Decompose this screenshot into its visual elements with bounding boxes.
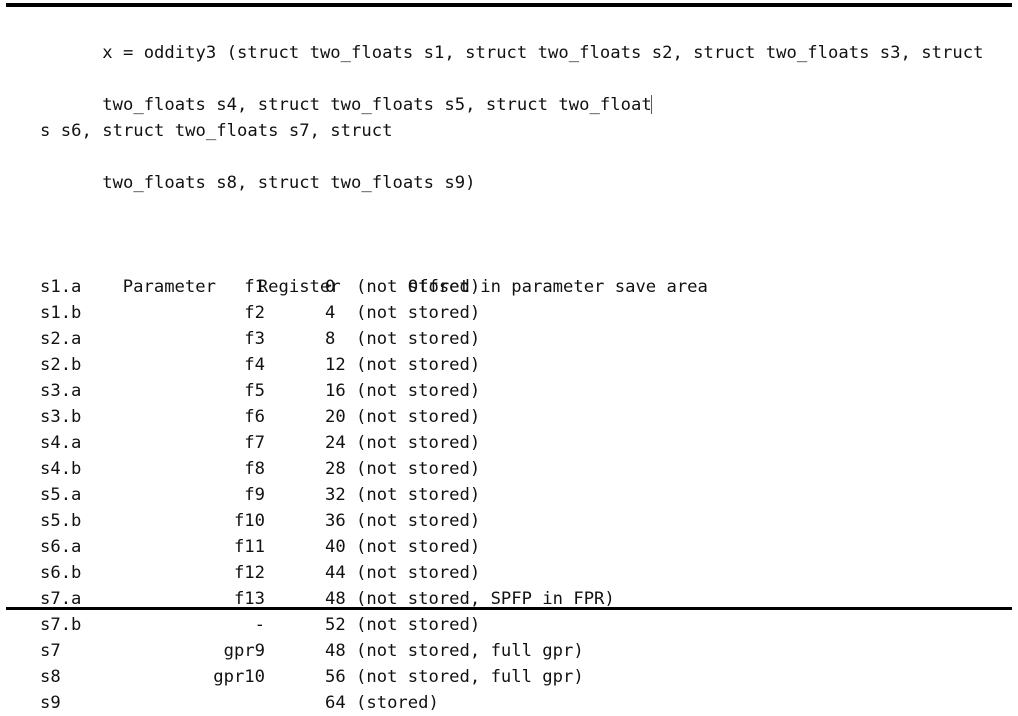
signature-line-2b: s s6, struct two_floats s7, struct xyxy=(40,121,393,141)
cell-register: f7 xyxy=(244,433,265,453)
header-register: Register xyxy=(257,277,341,297)
cell-register: f1 xyxy=(244,277,265,297)
cell-register: f9 xyxy=(244,485,265,505)
cell-parameter: s6.a xyxy=(40,537,82,557)
text-caret xyxy=(650,95,652,114)
table-row: s2.a f3 8 (not stored) xyxy=(40,326,990,352)
table-row: s7.a f13 48 (not stored, SPFP in FPR) xyxy=(40,586,990,612)
table-row: s4.a f7 24 (not stored) xyxy=(40,430,990,456)
listing-content: x = oddity3 (struct two_floats s1, struc… xyxy=(40,14,990,716)
function-signature: x = oddity3 (struct two_floats s1, struc… xyxy=(40,14,990,222)
cell-parameter: s5.a xyxy=(40,485,82,505)
table-row: s5.b f10 36 (not stored) xyxy=(40,508,990,534)
signature-line-3: two_floats s8, struct two_floats s9) xyxy=(102,173,476,193)
code-listing-figure: x = oddity3 (struct two_floats s1, struc… xyxy=(6,3,1012,713)
table-row: s4.b f8 28 (not stored) xyxy=(40,456,990,482)
table-row: s6.a f11 40 (not stored) xyxy=(40,534,990,560)
cell-offset: 56 (not stored, full gpr) xyxy=(325,667,584,687)
cell-offset: 48 (not stored, full gpr) xyxy=(325,641,584,661)
table-row: s7.b - 52 (not stored) xyxy=(40,612,990,638)
signature-line-2a: two_floats s4, struct two_floats s5, str… xyxy=(102,95,652,115)
header-parameter: Parameter xyxy=(122,277,216,297)
cell-parameter: s8 xyxy=(40,667,61,687)
table-row: s1.b f2 4 (not stored) xyxy=(40,300,990,326)
cell-offset: 0 (not stored) xyxy=(325,277,481,297)
table-header-row: Parameter Register Offset in parameter sav… xyxy=(40,248,990,297)
cell-register: f6 xyxy=(244,407,265,427)
cell-parameter: s1.a xyxy=(40,277,82,297)
table-row: s3.a f5 16 (not stored) xyxy=(40,378,990,404)
signature-line-1: x = oddity3 (struct two_floats s1, struc… xyxy=(102,43,984,63)
cell-parameter: s6.b xyxy=(40,563,82,583)
cell-offset: 36 (not stored) xyxy=(325,511,481,531)
cell-parameter: s7 xyxy=(40,641,61,661)
bottom-horizontal-rule xyxy=(6,607,1012,610)
cell-register: f13 xyxy=(233,589,265,609)
cell-register: f3 xyxy=(244,329,265,349)
cell-register: f11 xyxy=(233,537,265,557)
cell-offset: 12 (not stored) xyxy=(325,355,481,375)
cell-parameter: s7.b xyxy=(40,615,82,635)
cell-register: gpr9 xyxy=(223,641,265,661)
cell-register: f10 xyxy=(233,511,265,531)
cell-parameter: s3.a xyxy=(40,381,82,401)
cell-parameter: s9 xyxy=(40,693,61,713)
cell-register: gpr10 xyxy=(213,667,265,687)
cell-parameter: s1.b xyxy=(40,303,82,323)
cell-offset: 16 (not stored) xyxy=(325,381,481,401)
cell-parameter: s4.b xyxy=(40,459,82,479)
cell-parameter: s7.a xyxy=(40,589,82,609)
cell-register: - xyxy=(254,615,265,635)
table-row: s2.b f4 12 (not stored) xyxy=(40,352,990,378)
table-row: s9 64 (stored) xyxy=(40,690,990,716)
cell-offset: 64 (stored) xyxy=(325,693,439,713)
cell-parameter: s4.a xyxy=(40,433,82,453)
parameter-register-table: Parameter Register Offset in parameter sav… xyxy=(40,248,990,716)
cell-offset: 20 (not stored) xyxy=(325,407,481,427)
table-row: s7 gpr9 48 (not stored, full gpr) xyxy=(40,638,990,664)
cell-parameter: s3.b xyxy=(40,407,82,427)
cell-register: f5 xyxy=(244,381,265,401)
top-horizontal-rule xyxy=(6,3,1012,7)
table-row: s3.b f6 20 (not stored) xyxy=(40,404,990,430)
cell-offset: 4 (not stored) xyxy=(325,303,481,323)
cell-parameter: s2.a xyxy=(40,329,82,349)
cell-offset: 8 (not stored) xyxy=(325,329,481,349)
cell-register: f12 xyxy=(233,563,265,583)
cell-offset: 24 (not stored) xyxy=(325,433,481,453)
blank-line-spacer xyxy=(40,222,990,248)
cell-offset: 48 (not stored, SPFP in FPR) xyxy=(325,589,615,609)
cell-offset: 52 (not stored) xyxy=(325,615,481,635)
table-body: s1.a f1 0 (not stored) s1.b f2 4 (not stored)… xyxy=(40,274,990,716)
cell-offset: 32 (not stored) xyxy=(325,485,481,505)
table-row: s5.a f9 32 (not stored) xyxy=(40,482,990,508)
cell-parameter: s5.b xyxy=(40,511,82,531)
cell-offset: 28 (not stored) xyxy=(325,459,481,479)
header-offset: Offset in parameter save area xyxy=(407,277,708,297)
cell-parameter: s2.b xyxy=(40,355,82,375)
table-row: s8 gpr10 56 (not stored, full gpr) xyxy=(40,664,990,690)
table-row: s6.b f12 44 (not stored) xyxy=(40,560,990,586)
cell-register: f8 xyxy=(244,459,265,479)
cell-offset: 44 (not stored) xyxy=(325,563,481,583)
cell-register: f4 xyxy=(244,355,265,375)
cell-offset: 40 (not stored) xyxy=(325,537,481,557)
cell-register: f2 xyxy=(244,303,265,323)
table-row: s1.a f1 0 (not stored) xyxy=(40,274,990,300)
